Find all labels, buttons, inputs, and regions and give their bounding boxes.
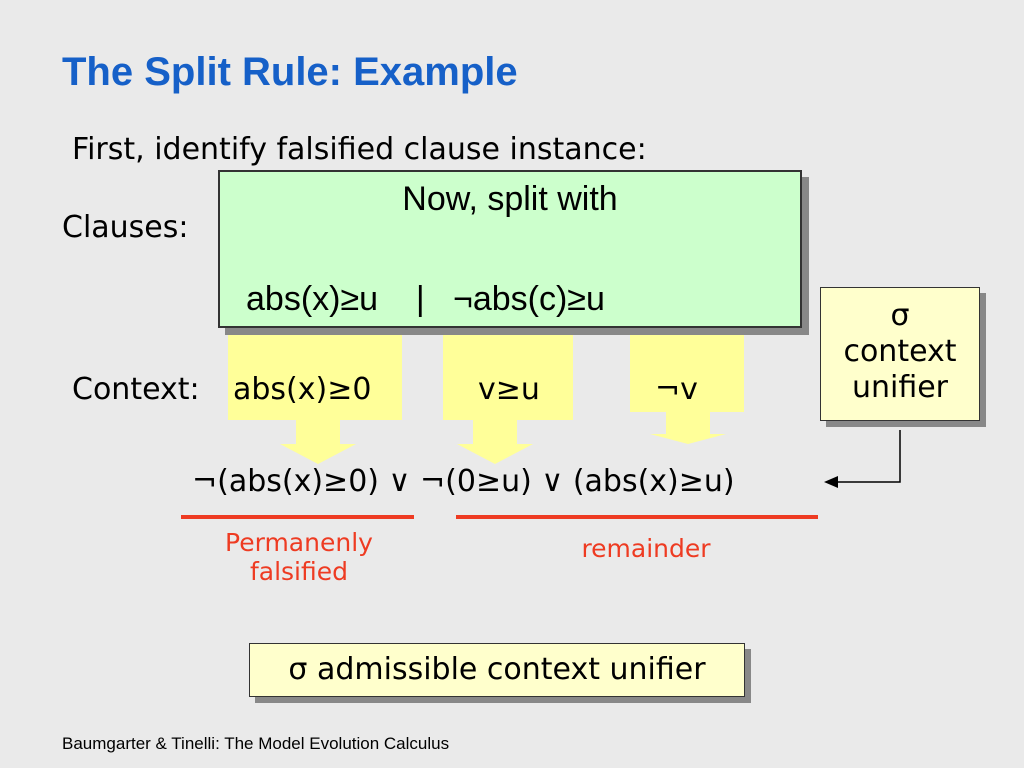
remainder-label: remainder: [581, 534, 711, 563]
down-arrow-icon: [650, 434, 726, 444]
arrow-shaft-2: [473, 420, 517, 444]
remainder-underline: [456, 515, 818, 519]
permanently-label-line-2: falsified: [249, 557, 349, 586]
context-label: Context:: [72, 372, 200, 407]
permanently-falsified-underline: [181, 515, 414, 519]
down-arrow-icon: [457, 444, 533, 464]
intro-text: First, identify falsified clause instanc…: [72, 132, 647, 167]
context-highlight-2: [443, 334, 573, 420]
split-box-line-1: Now, split with: [402, 180, 618, 218]
down-arrow-icon: [280, 444, 356, 464]
sigma-symbol: σ: [890, 298, 910, 333]
context-highlight-1: [228, 334, 402, 420]
context-literal-1: abs(x)≥0: [233, 372, 372, 407]
split-box: Now, split with abs(x)≥u | ¬abs(c)≥u: [218, 170, 802, 328]
arrow-shaft-3: [666, 412, 710, 434]
slide-title: The Split Rule: Example: [62, 50, 518, 94]
arrow-shaft-1: [296, 420, 340, 444]
admissible-unifier-box: σ admissible context unifier: [249, 643, 745, 697]
context-unifier-line-2: context: [843, 334, 957, 369]
footer-citation: Baumgarter & Tinelli: The Model Evolutio…: [62, 734, 450, 753]
clause-instance: ¬(abs(x)≥0) ∨ ¬(0≥u) ∨ (abs(x)≥u): [192, 464, 735, 499]
split-box-line-2: abs(x)≥u | ¬abs(c)≥u: [246, 280, 605, 318]
context-highlight-3: [630, 334, 744, 412]
permanently-label-line-1: Permanenly: [225, 528, 373, 557]
connector-arrow: [824, 430, 901, 488]
context-literal-3: ¬v: [655, 372, 698, 407]
context-unifier-box: σ context unifier: [820, 287, 980, 421]
context-unifier-line-3: unifier: [851, 370, 949, 405]
context-literal-2: v≥u: [478, 372, 540, 407]
permanently-falsified-label: Permanenly falsified: [196, 528, 402, 586]
clauses-label: Clauses:: [62, 210, 189, 245]
